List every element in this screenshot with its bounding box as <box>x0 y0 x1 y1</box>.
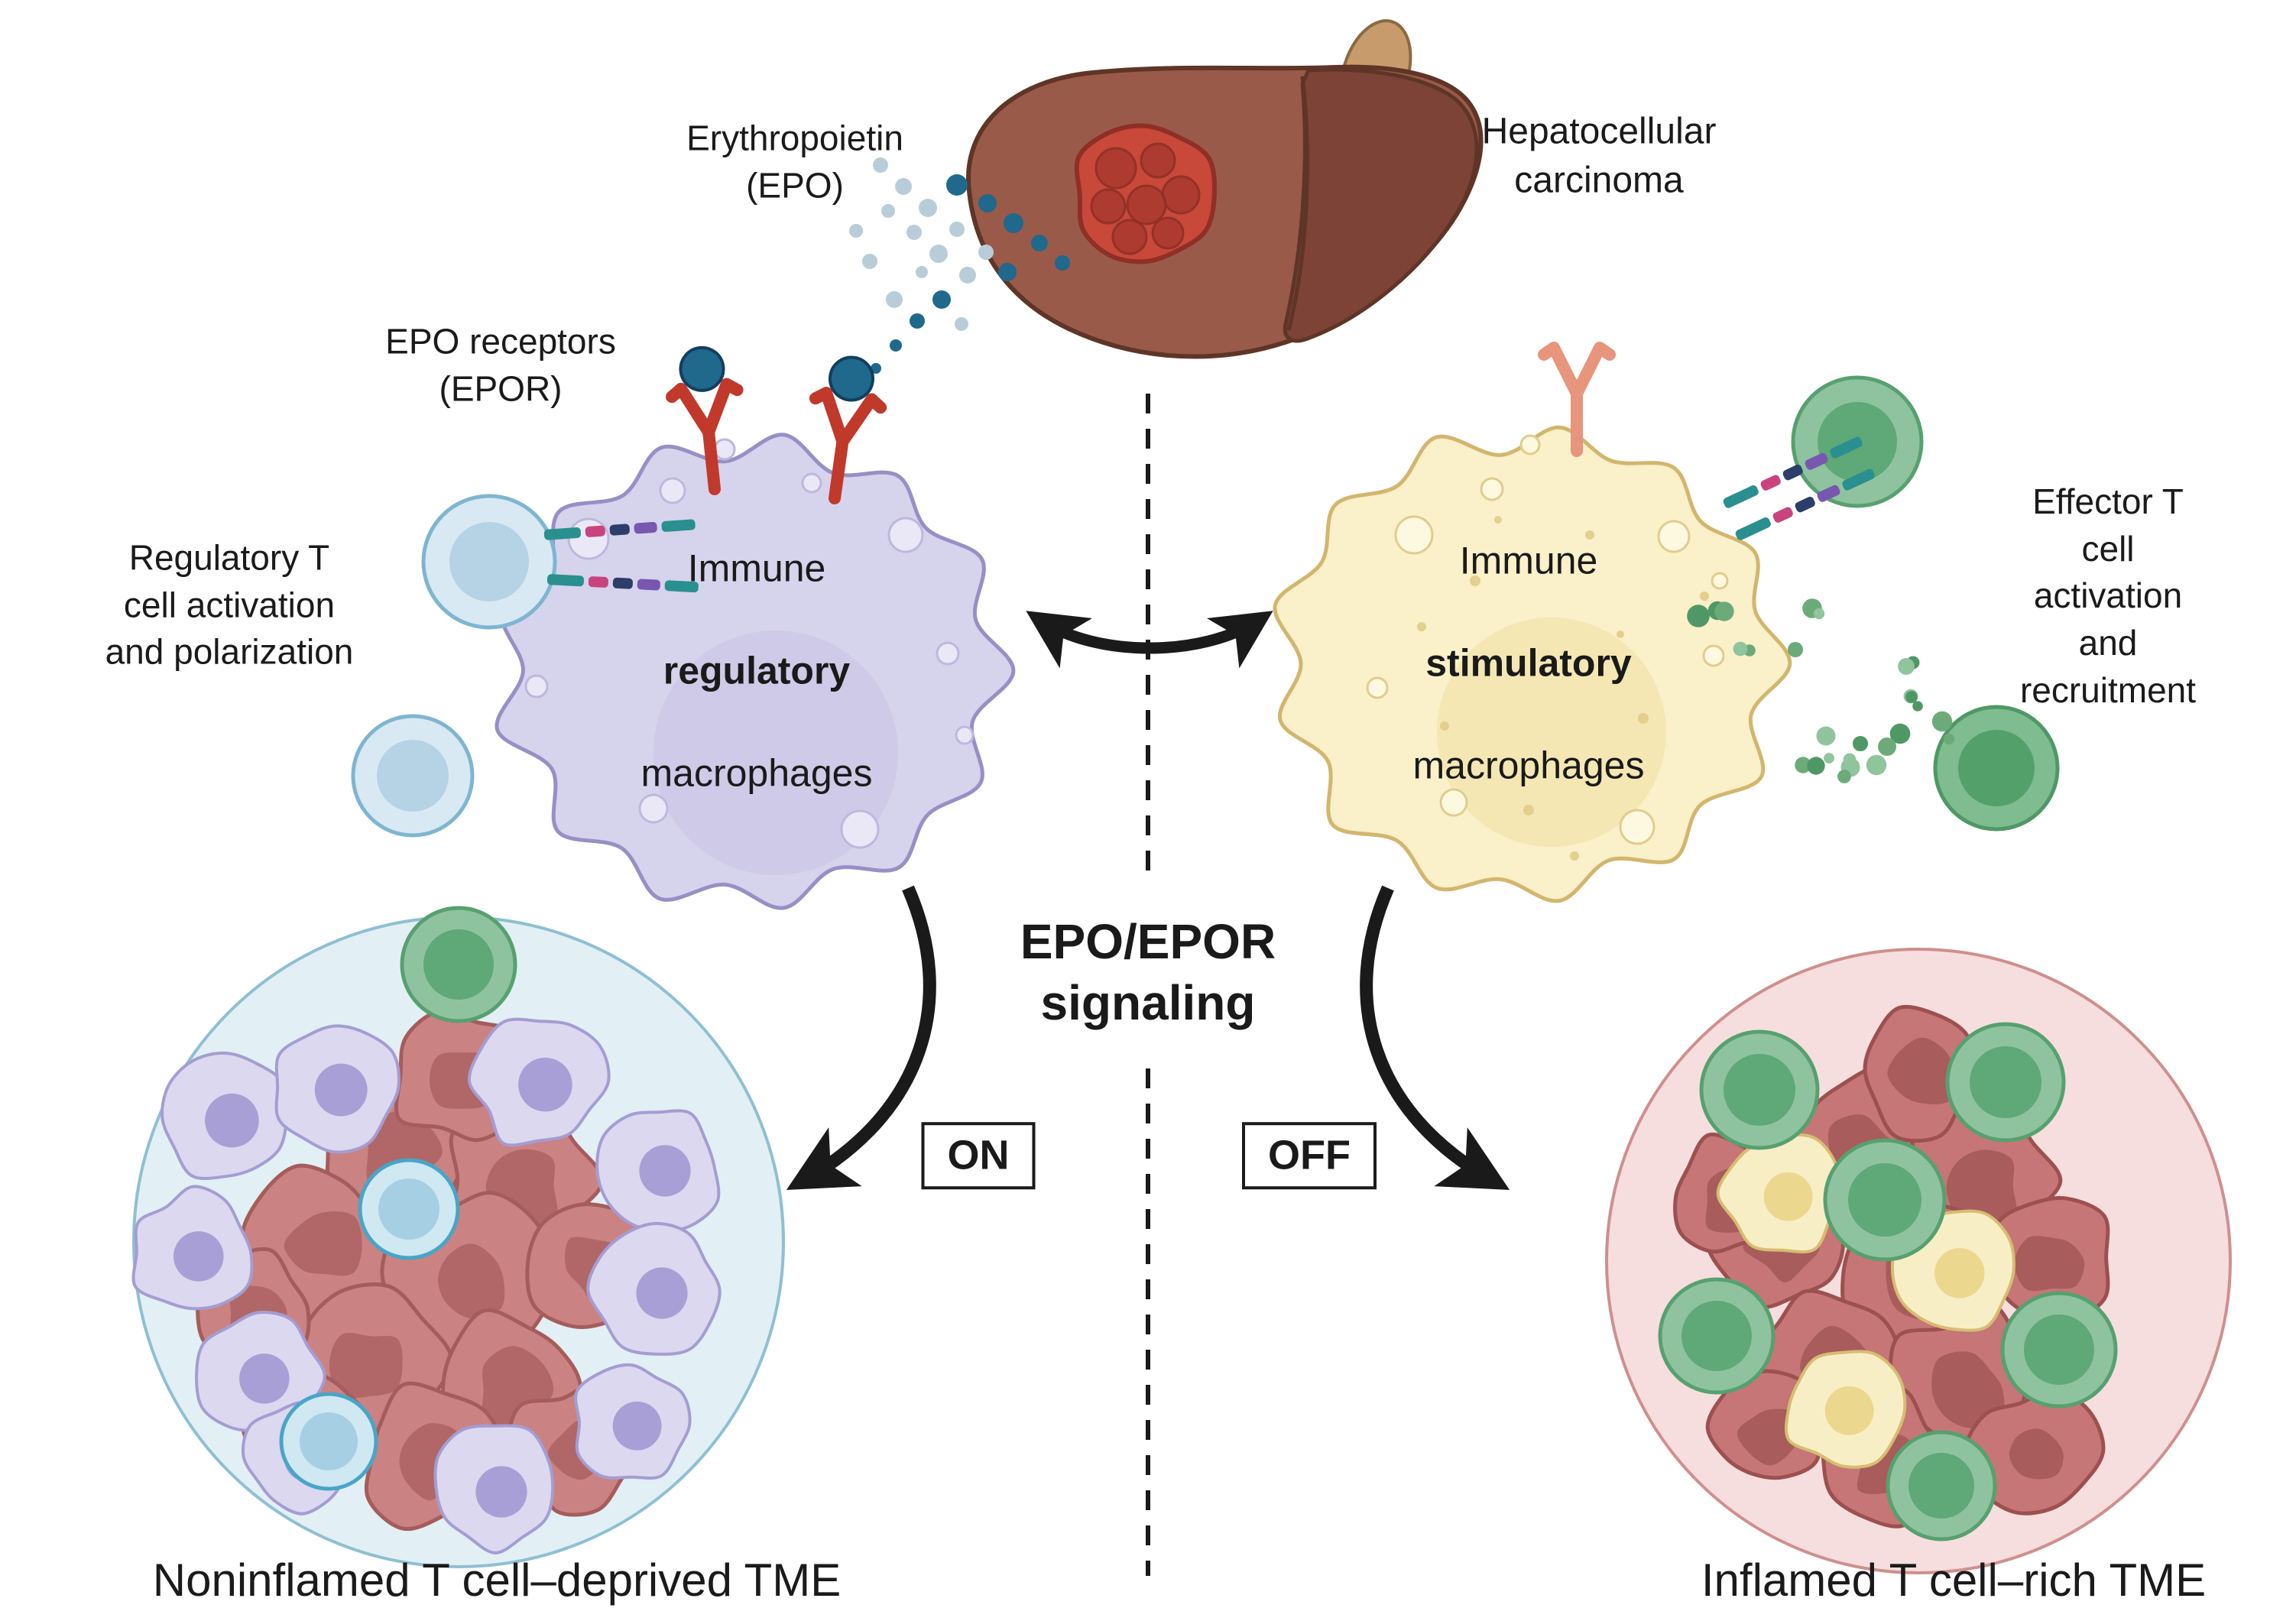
label-inflamed-tme: Inflamed T cell–rich TME <box>1701 1554 2207 1606</box>
liver-illustration <box>966 19 1484 359</box>
label-line: Immune <box>1459 539 1598 582</box>
label-line-bold: stimulatory <box>1425 641 1632 685</box>
label-immune-regulatory-macrophages: Immune regulatory macrophages <box>641 492 873 851</box>
off-box: OFF <box>1242 1122 1377 1189</box>
balance-arrow <box>1026 611 1273 669</box>
arrow-to-left-tme <box>786 885 936 1191</box>
label-erythropoietin: Erythropoietin (EPO) <box>686 118 903 205</box>
label-regulatory-t-activation: Regulatory T cell activation and polariz… <box>105 537 354 672</box>
label-immune-stimulatory-macrophages: Immune stimulatory macrophages <box>1413 485 1645 843</box>
label-noninflamed-tme: Noninflamed T cell–deprived TME <box>152 1554 842 1606</box>
label-epo-epor-signaling: EPO/EPOR signaling <box>1020 914 1276 1030</box>
epo-dot-stream <box>849 157 1070 374</box>
label-effector-t-activation: Effector T cell activation and recruitme… <box>2019 481 2197 710</box>
on-box: ON <box>921 1122 1036 1189</box>
label-line: macrophages <box>1412 744 1645 787</box>
label-epo-receptors: EPO receptors (EPOR) <box>385 321 616 408</box>
left-tme-circle <box>131 906 785 1568</box>
regulatory-t-cells <box>351 494 699 838</box>
on-label: ON <box>947 1132 1010 1178</box>
epor-receptors-icons <box>666 345 887 504</box>
right-tme-circle <box>1605 948 2232 1574</box>
stimulatory-macrophage-cell <box>1273 342 1792 903</box>
effector-dot-stream <box>1687 598 1955 783</box>
regulatory-macrophage-cell <box>495 433 1016 910</box>
effector-t-cells <box>1723 375 2060 832</box>
off-label: OFF <box>1268 1132 1351 1178</box>
arrow-to-right-tme <box>1360 885 1510 1191</box>
label-line: Immune <box>687 546 826 590</box>
label-line: macrophages <box>640 751 873 795</box>
label-line-bold: regulatory <box>663 649 851 692</box>
label-hepatocellular-carcinoma: Hepatocellular carcinoma <box>1481 111 1717 201</box>
